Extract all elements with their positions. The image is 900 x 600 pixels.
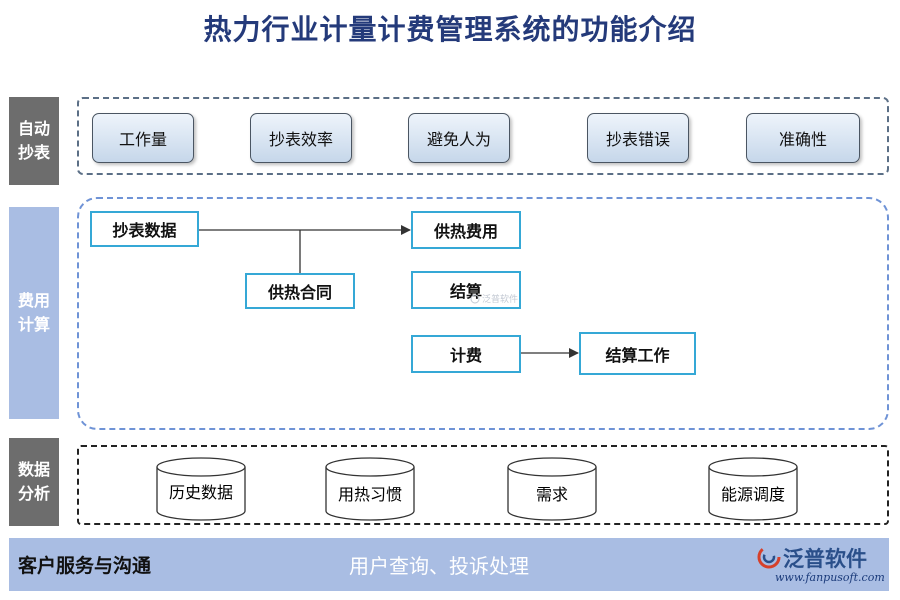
analysis-label: 需求 bbox=[535, 485, 568, 504]
analysis-label: 用热习惯 bbox=[337, 485, 402, 504]
watermark-icon bbox=[470, 294, 480, 303]
meter-item-workload: 工作量 bbox=[92, 113, 194, 163]
section-label-text: 自动 抄表 bbox=[17, 119, 50, 162]
calc-heat-contract: 供热合同 bbox=[245, 273, 355, 309]
meter-item-errors: 抄表错误 bbox=[587, 113, 689, 163]
calc-meter-data: 抄表数据 bbox=[90, 211, 199, 247]
analysis-demand: 需求 bbox=[507, 457, 597, 525]
calc-settlement: 结算 bbox=[411, 271, 521, 309]
section-label-auto-meter: 自动 抄表 bbox=[9, 97, 59, 185]
brand-logo: 泛普软件 www.fanpusoft.com bbox=[755, 541, 885, 589]
data-analysis-panel bbox=[77, 445, 889, 525]
footer-section-desc: 用户查询、投诉处理 bbox=[349, 554, 529, 578]
footer-section-title: 客户服务与沟通 bbox=[18, 555, 152, 577]
analysis-label: 能源调度 bbox=[720, 485, 785, 504]
meter-item-efficiency: 抄表效率 bbox=[250, 113, 352, 163]
cylinder-icon bbox=[325, 457, 415, 521]
section-label-fee-calc: 费用 计算 bbox=[9, 207, 59, 419]
calc-settlement-work: 结算工作 bbox=[579, 332, 696, 375]
section-label-text: 费用 计算 bbox=[17, 291, 50, 334]
brand-name: 泛普软件 bbox=[783, 547, 867, 571]
section-label-text: 数据 分析 bbox=[17, 460, 50, 503]
calc-billing: 计费 bbox=[411, 335, 521, 373]
analysis-heat-habits: 用热习惯 bbox=[325, 457, 415, 525]
analysis-energy-dispatch: 能源调度 bbox=[708, 457, 798, 525]
auto-meter-panel bbox=[77, 97, 889, 175]
section-label-data-analysis: 数据 分析 bbox=[9, 438, 59, 526]
analysis-label: 历史数据 bbox=[168, 483, 233, 502]
meter-item-accuracy: 准确性 bbox=[746, 113, 860, 163]
cylinder-icon bbox=[507, 457, 597, 521]
analysis-history-data: 历史数据 bbox=[156, 457, 246, 525]
page-title: 热力行业计量计费管理系统的功能介绍 bbox=[203, 13, 697, 46]
calc-heat-fee: 供热费用 bbox=[411, 211, 521, 249]
cylinder-icon bbox=[708, 457, 798, 521]
cylinder-icon bbox=[156, 457, 246, 521]
fee-calc-panel bbox=[77, 197, 889, 430]
watermark-text: 泛普软件 bbox=[482, 295, 519, 305]
customer-service-bar: 客户服务与沟通 用户查询、投诉处理 泛普软件 www.fanpusoft.com bbox=[9, 538, 889, 591]
watermark: 泛普软件 bbox=[470, 292, 518, 305]
brand-swirl-icon bbox=[757, 545, 781, 569]
meter-item-avoid-human: 避免人为 bbox=[408, 113, 510, 163]
brand-url: www.fanpusoft.com bbox=[775, 571, 885, 584]
